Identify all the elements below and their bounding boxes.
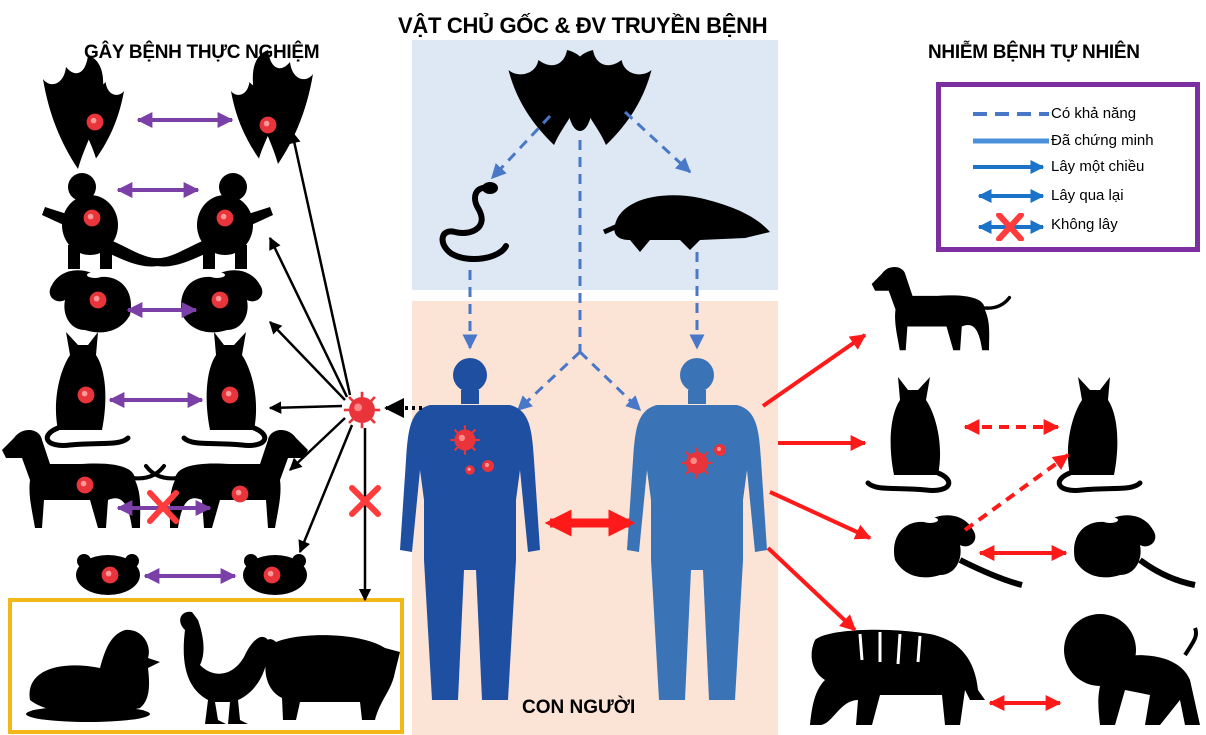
duck-icon: [26, 630, 160, 722]
title-experimental: GÂY BỆNH THỰC NGHIỆM: [84, 42, 319, 64]
dog-icon: [872, 267, 1010, 350]
legend-label: Lây qua lại: [1051, 187, 1124, 204]
human-label: CON NGƯỜI: [522, 697, 635, 719]
virus-icon: [682, 448, 713, 479]
cat-icon: [868, 377, 949, 490]
ferret-icon: [894, 515, 975, 577]
cat-icon: [184, 332, 265, 445]
monkey-icon: [42, 173, 179, 269]
title-natural-infection: NHIỄM BỆNH TỰ NHIÊN: [928, 42, 1140, 64]
title-reservoir: VẬT CHỦ GỐC & ĐV TRUYỀN BỆNH: [398, 13, 767, 39]
legend-label: Có khả năng: [1051, 105, 1136, 122]
legend-item-blocked: Không lây: [941, 213, 1195, 237]
legend-item-possible: Có khả năng: [941, 102, 1195, 126]
bat-icon: [43, 55, 124, 169]
virus-source-icon: [344, 392, 380, 428]
monkey-icon: [136, 173, 273, 269]
chicken-icon: [180, 612, 268, 724]
legend: Có khả năng Đã chứng minh Lây một chiều …: [936, 82, 1200, 252]
legend-label: Lây một chiều: [1051, 158, 1144, 175]
ferret-icon: [1074, 515, 1155, 577]
legend-item-one-way: Lây một chiều: [941, 155, 1195, 179]
cat-icon: [1059, 377, 1140, 490]
legend-label: Không lây: [1051, 216, 1118, 233]
dashed-arrow-icon: [971, 102, 1051, 126]
virus-icon: [450, 425, 479, 454]
tiger-icon: [810, 630, 985, 725]
legend-label: Đã chứng minh: [1051, 132, 1154, 149]
blocked-arrow-icon: [971, 213, 1051, 241]
pig-icon: [265, 635, 400, 720]
legend-item-two-way: Lây qua lại: [941, 184, 1195, 208]
two-way-arrow-icon: [971, 184, 1051, 208]
bat-icon: [231, 50, 313, 164]
lion-icon: [1064, 614, 1200, 725]
one-way-arrow-icon: [971, 155, 1051, 179]
ferret-cat-arrow: [965, 455, 1068, 530]
legend-item-proven: Đã chứng minh: [941, 129, 1195, 153]
solid-line-icon: [971, 129, 1051, 153]
